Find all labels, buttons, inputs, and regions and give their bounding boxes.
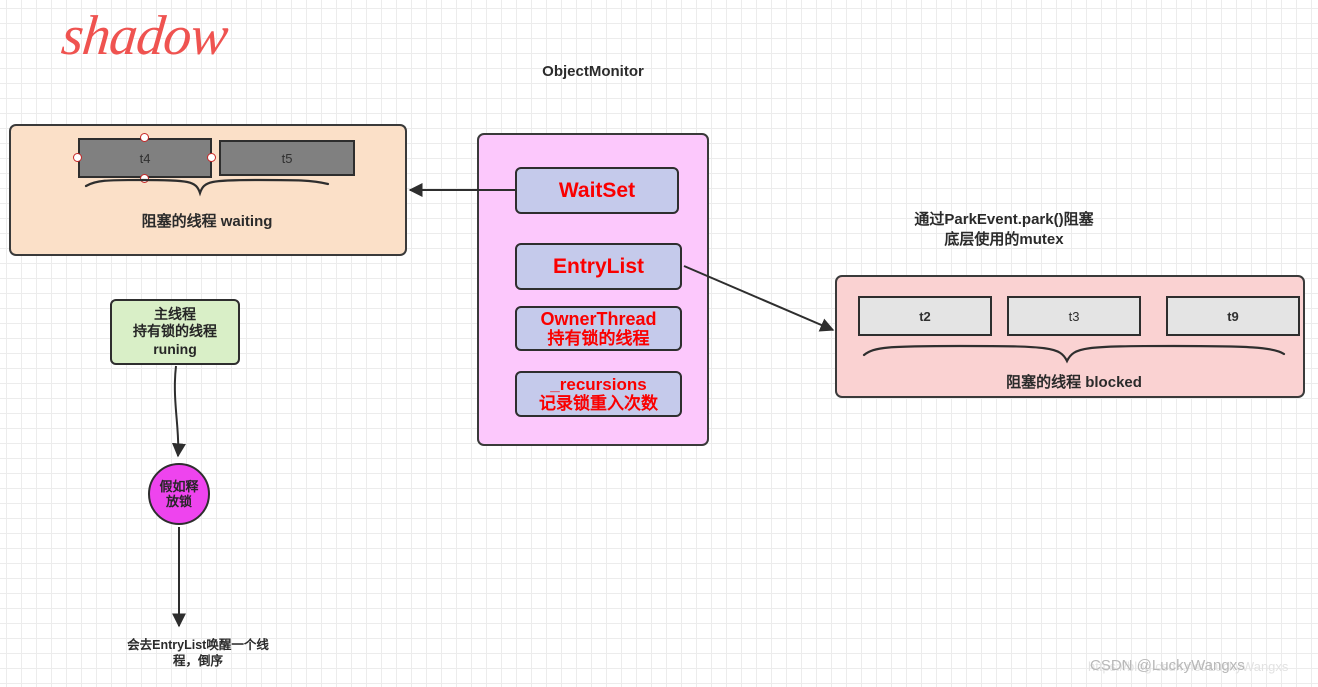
- blocked-brace-label: 阻塞的线程 blocked: [1006, 374, 1142, 391]
- release-lock-line2: 放锁: [165, 494, 192, 509]
- selection-handle-right[interactable]: [207, 153, 216, 162]
- park-event-note: 通过ParkEvent.park()阻塞 底层使用的mutex: [878, 210, 1130, 251]
- field-entrylist-label: EntryList: [552, 254, 644, 278]
- blocked-threads-panel[interactable]: [835, 275, 1305, 398]
- thread-chip-t9-label: t9: [1227, 308, 1239, 324]
- thread-chip-t4-label: t4: [139, 150, 151, 166]
- entrylist-wakeup-note-line1: 会去EntryList唤醒一个线: [127, 638, 269, 652]
- park-event-note-line1: 通过ParkEvent.park()阻塞: [914, 211, 1094, 228]
- main-thread-line3: runing: [153, 340, 197, 357]
- entrylist-wakeup-note: 会去EntryList唤醒一个线 程，倒序: [108, 637, 288, 670]
- selection-handle-left[interactable]: [73, 153, 82, 162]
- thread-chip-t9[interactable]: t9: [1166, 296, 1300, 336]
- thread-chip-t3[interactable]: t3: [1007, 296, 1141, 336]
- selection-handle-top[interactable]: [140, 133, 149, 142]
- watermark-url: https://blog.csdn.net/LuckyWangxs: [1088, 659, 1289, 674]
- field-ownerthread-label: OwnerThread: [540, 308, 657, 329]
- thread-chip-t5-label: t5: [281, 150, 293, 166]
- thread-chip-t5[interactable]: t5: [219, 140, 355, 176]
- field-ownerthread[interactable]: OwnerThread 持有锁的线程: [515, 306, 682, 351]
- main-thread-line2: 持有锁的线程: [133, 323, 217, 340]
- field-recursions-sublabel: 记录锁重入次数: [539, 394, 658, 413]
- park-event-note-line2: 底层使用的mutex: [944, 231, 1064, 249]
- thread-chip-t3-label: t3: [1068, 308, 1080, 324]
- field-recursions-label: _recursions: [550, 374, 647, 394]
- selection-handle-bottom[interactable]: [140, 174, 149, 183]
- field-recursions[interactable]: _recursions 记录锁重入次数: [515, 371, 682, 417]
- release-lock-line1: 假如释: [159, 478, 199, 494]
- object-monitor-title: ObjectMonitor: [542, 63, 644, 80]
- field-ownerthread-sublabel: 持有锁的线程: [547, 329, 650, 349]
- main-thread-line1: 主线程: [154, 306, 196, 323]
- release-lock-node[interactable]: 假如释 放锁: [148, 463, 210, 525]
- field-waitset[interactable]: WaitSet: [515, 167, 679, 214]
- shadow-logo: shadow: [58, 5, 231, 67]
- thread-chip-t2[interactable]: t2: [858, 296, 992, 336]
- watermark-text: CSDN @LuckyWangxs: [1090, 657, 1245, 674]
- waiting-brace-label: 阻塞的线程 waiting: [141, 213, 273, 230]
- thread-chip-t4[interactable]: t4: [78, 138, 212, 178]
- arrow-mainthread-to-release: [171, 365, 186, 458]
- entrylist-wakeup-note-line2: 程，倒序: [172, 654, 223, 669]
- field-entrylist[interactable]: EntryList: [515, 243, 682, 290]
- thread-chip-t2-label: t2: [919, 308, 931, 324]
- main-thread-box[interactable]: 主线程 持有锁的线程 runing: [110, 299, 240, 365]
- field-waitset-label: WaitSet: [558, 178, 636, 202]
